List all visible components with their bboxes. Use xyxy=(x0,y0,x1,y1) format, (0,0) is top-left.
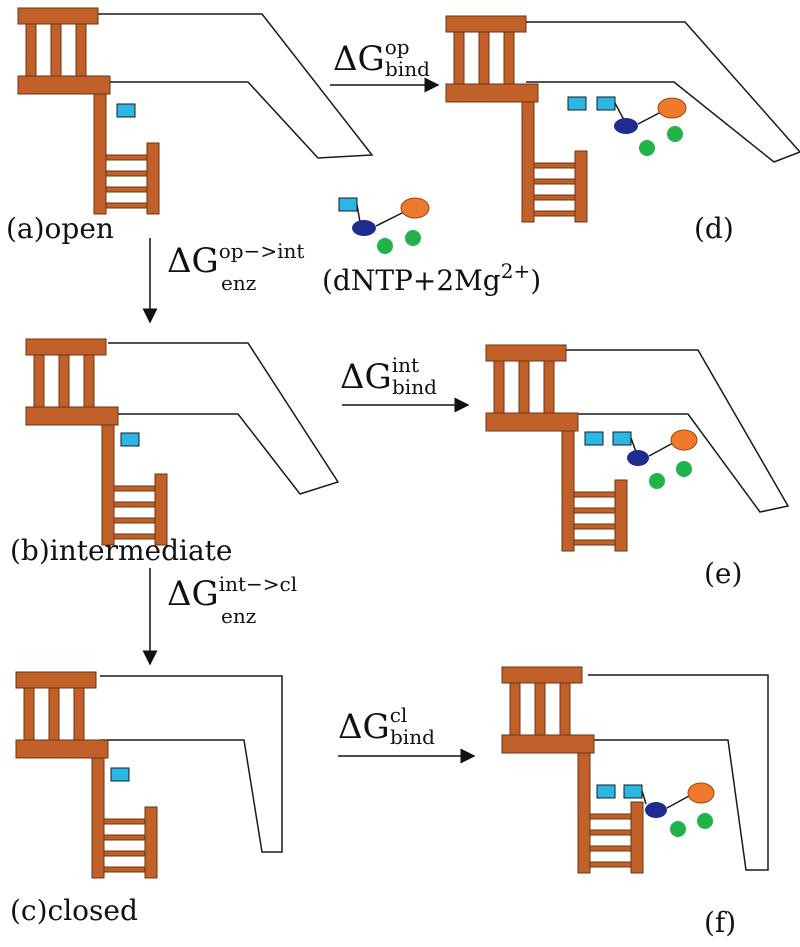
dntp-sugar-ellipse xyxy=(352,220,376,236)
template-base-square xyxy=(596,784,616,799)
dntp-bond xyxy=(614,102,625,121)
template-base-square xyxy=(567,96,587,111)
fingers-outline-open xyxy=(98,13,374,159)
fingers-outline-intermediate xyxy=(108,342,340,495)
transition-label: ΔGint−>cl xyxy=(167,572,297,614)
free-ligand: (dNTP+2Mg2+) xyxy=(322,197,541,297)
dntp-bond xyxy=(666,795,690,809)
template-base-square xyxy=(584,431,604,446)
state-e-intermediate-bound: (e) xyxy=(485,344,790,590)
state-f-closed-bound: (f) xyxy=(501,666,769,939)
template-base-square xyxy=(120,432,140,447)
enzyme-core xyxy=(501,666,644,874)
magnesium-ion xyxy=(377,238,393,254)
enzyme-core xyxy=(17,7,160,215)
binding-closed: ΔGcl bind xyxy=(338,703,476,764)
transition-open-to-intermediate: ΔGop−>int enz xyxy=(142,238,304,324)
dntp-sugar-ellipse xyxy=(614,118,638,134)
enzyme-core xyxy=(25,338,168,546)
dntp-bond xyxy=(630,437,637,453)
magnesium-ion xyxy=(649,473,665,489)
magnesium-ion xyxy=(676,461,692,477)
transition-intermediate-to-closed: ΔGint−>cl enz xyxy=(142,568,297,666)
dntp-phosphate-ellipse xyxy=(687,782,715,804)
magnesium-ion xyxy=(405,230,421,246)
state-a-open: (a)open xyxy=(6,7,374,245)
dntp-base-square xyxy=(596,96,616,111)
state-c-label: (c)closed xyxy=(10,894,138,927)
dntp-bond xyxy=(637,111,662,125)
enzyme-core xyxy=(445,15,588,223)
state-c-closed: (c)closed xyxy=(10,671,283,927)
state-a-label: (a)open xyxy=(6,212,114,245)
state-f-label: (f) xyxy=(704,906,736,939)
transition-label-subscript: enz xyxy=(221,604,256,628)
dntp-base-square xyxy=(623,784,643,799)
binding-label: ΔGcl xyxy=(338,703,407,747)
enzyme-core xyxy=(15,671,158,879)
binding-intermediate: ΔGint bind xyxy=(340,353,470,413)
fingers-outline-intermediate xyxy=(566,349,790,513)
ligand-label: (dNTP+2Mg2+) xyxy=(322,259,541,297)
binding-label: ΔGop xyxy=(333,35,410,79)
magnesium-ion xyxy=(667,126,683,142)
dntp-bond xyxy=(648,442,674,457)
dntp-phosphate-ellipse xyxy=(670,429,698,451)
magnesium-ion xyxy=(697,813,713,829)
state-d-open-bound: (d) xyxy=(445,15,800,245)
binding-open: ΔGop bind xyxy=(330,35,440,93)
binding-label-subscript: bind xyxy=(385,57,430,81)
dntp-phosphate-ellipse xyxy=(400,197,430,219)
fingers-outline-closed xyxy=(588,674,769,871)
binding-label: ΔGint xyxy=(340,353,419,397)
dntp-bond xyxy=(356,204,361,223)
template-base-square xyxy=(116,103,136,118)
state-b-label: (b)intermediate xyxy=(10,534,232,567)
dntp-phosphate-ellipse xyxy=(657,97,687,119)
binding-label-subscript: bind xyxy=(392,375,437,399)
dntp-base-square xyxy=(338,197,358,212)
state-b-intermediate: (b)intermediate xyxy=(10,338,340,567)
transition-label-subscript: enz xyxy=(221,271,256,295)
fingers-outline-open xyxy=(526,21,800,163)
dntp-bond xyxy=(641,790,647,805)
dntp-base-square xyxy=(612,431,632,446)
template-base-square xyxy=(110,767,130,782)
dntp-sugar-ellipse xyxy=(627,450,649,466)
transition-label: ΔGop−>int xyxy=(167,239,304,281)
state-d-label: (d) xyxy=(694,212,734,245)
dntp-sugar-ellipse xyxy=(645,802,667,818)
binding-label-subscript: bind xyxy=(390,725,435,749)
fingers-outline-closed xyxy=(100,675,283,853)
enzyme-core xyxy=(485,344,628,552)
magnesium-ion xyxy=(639,140,655,156)
magnesium-ion xyxy=(670,821,686,837)
dntp-bond xyxy=(375,211,405,227)
state-e-label: (e) xyxy=(704,557,742,590)
